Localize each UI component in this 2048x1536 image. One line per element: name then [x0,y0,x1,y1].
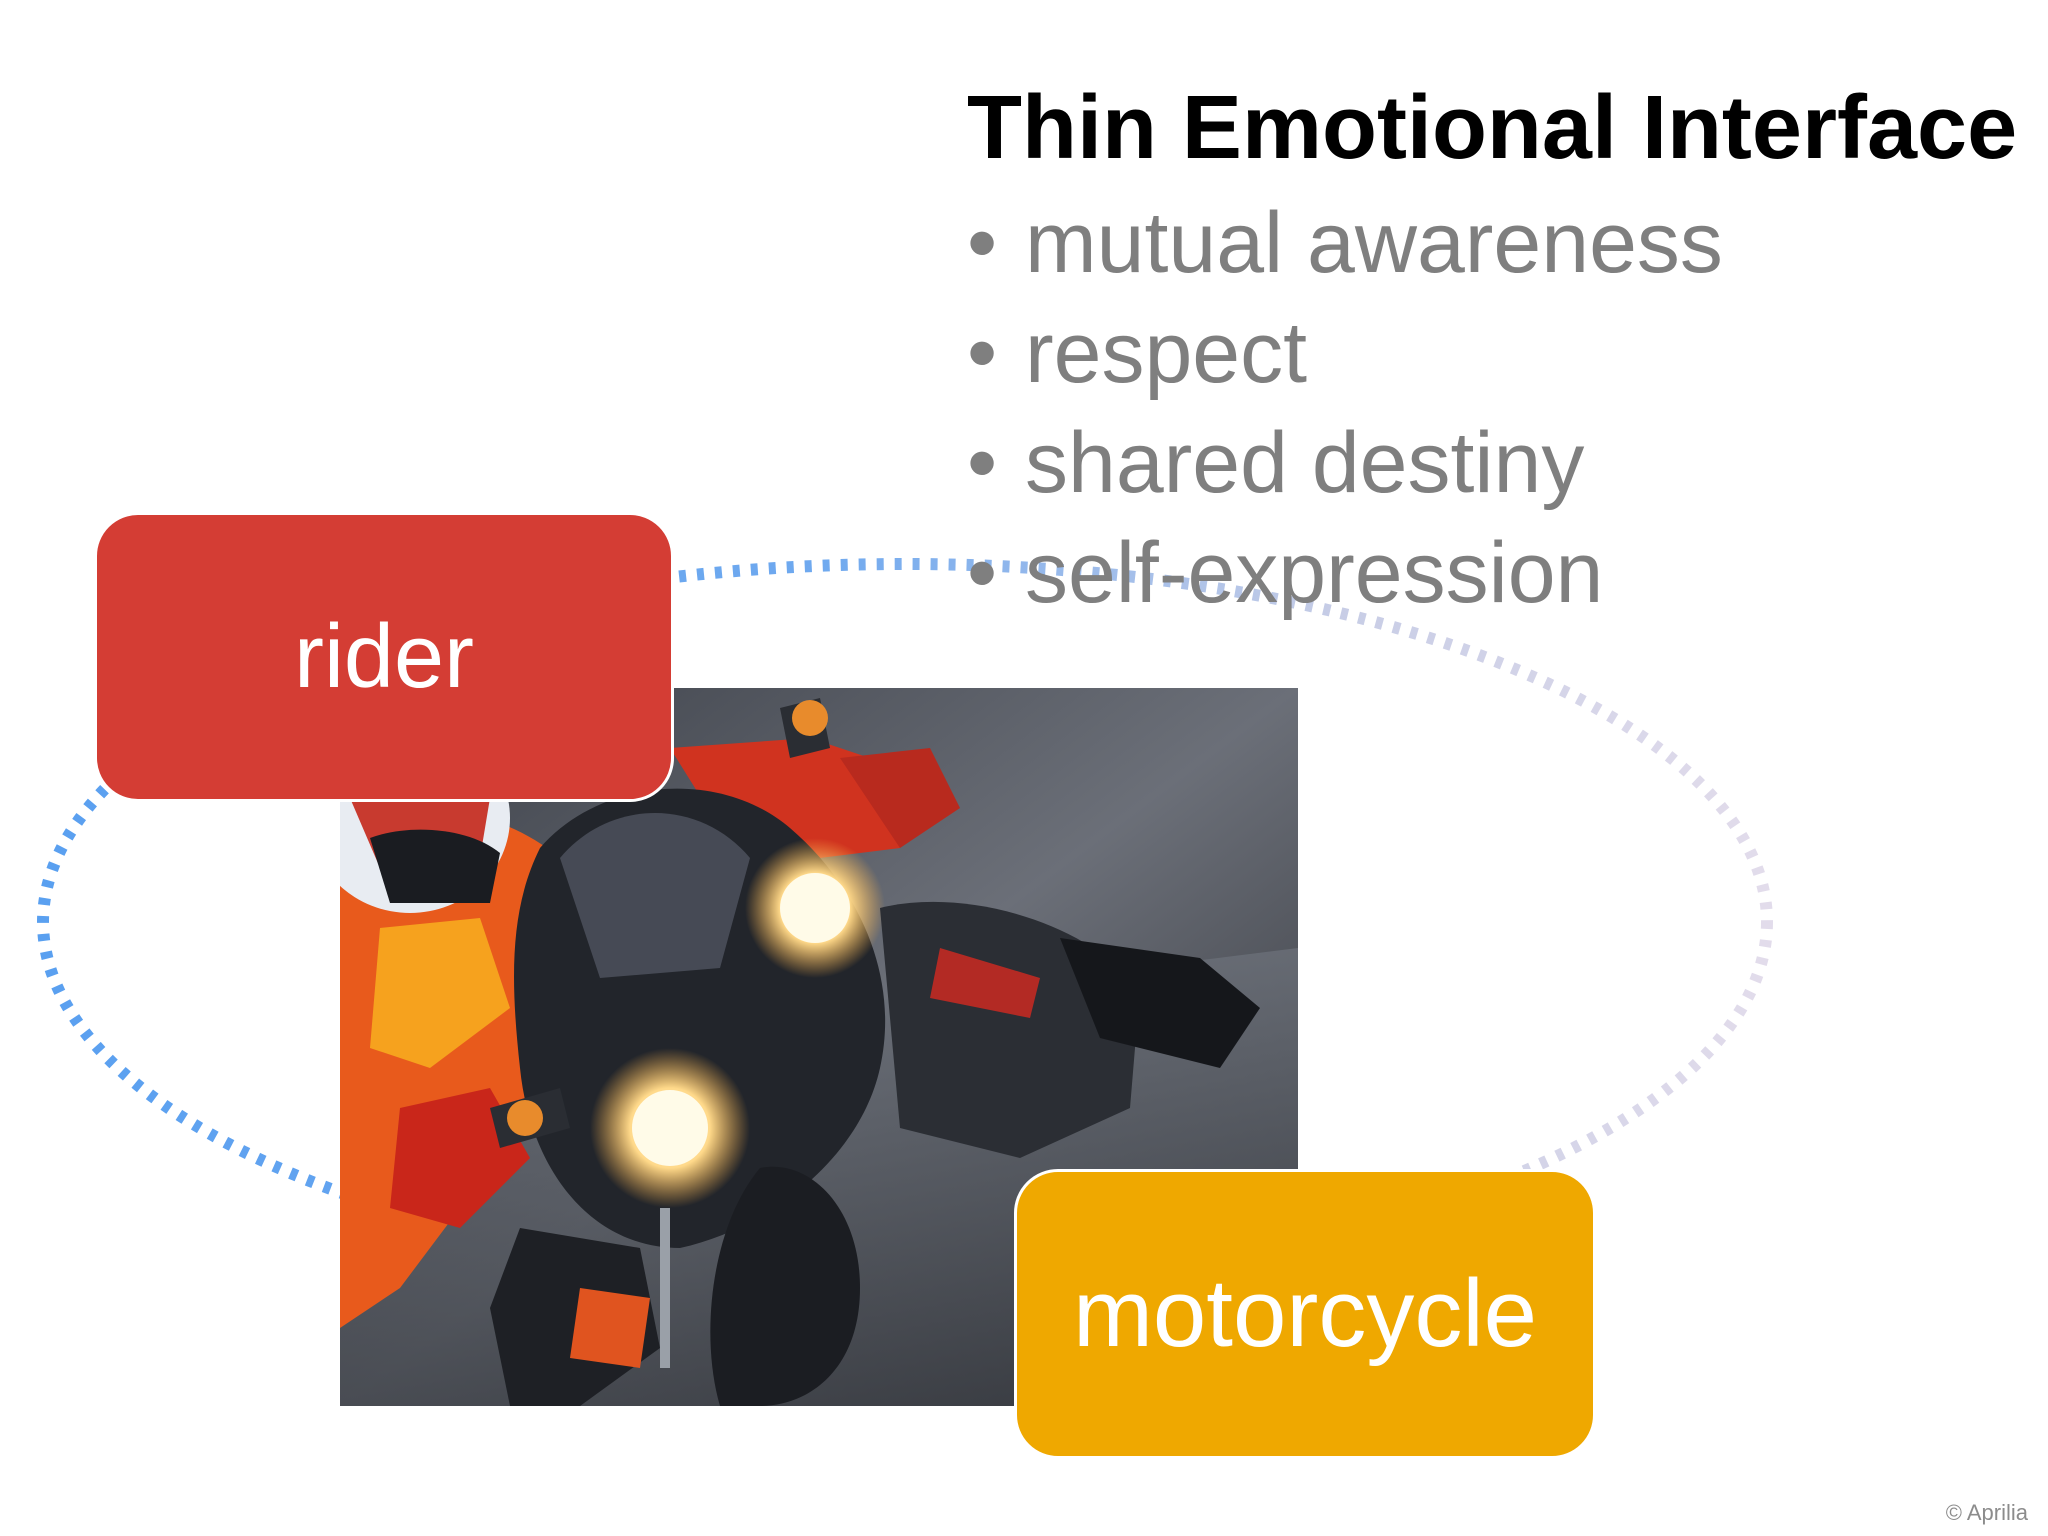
bullet-text: self-expression [1025,525,1604,621]
bullet-item: • mutual awareness [967,188,1723,298]
rider-node-label: rider [293,606,475,707]
bullet-item: • respect [967,298,1723,408]
bullet-dot: • [967,305,998,401]
bullet-item: • shared destiny [967,408,1723,518]
bullet-item: • self-expression [967,518,1723,628]
motorcycle-node-label: motorcycle [1072,1260,1538,1367]
photo-credit: © Aprilia [1945,1500,2028,1525]
bullet-text: respect [1025,305,1308,401]
bullet-text: mutual awareness [1025,195,1723,291]
bullet-dot: • [967,525,998,621]
bullet-text: shared destiny [1025,415,1585,511]
motorcycle-node: motorcycle [1014,1169,1596,1459]
bullet-dot: • [967,415,998,511]
bullet-dot: • [967,195,998,291]
bullet-list: • mutual awareness • respect • shared desti… [967,188,1723,628]
slide-title: Thin Emotional Interface [967,78,2018,178]
rider-node: rider [94,512,674,802]
